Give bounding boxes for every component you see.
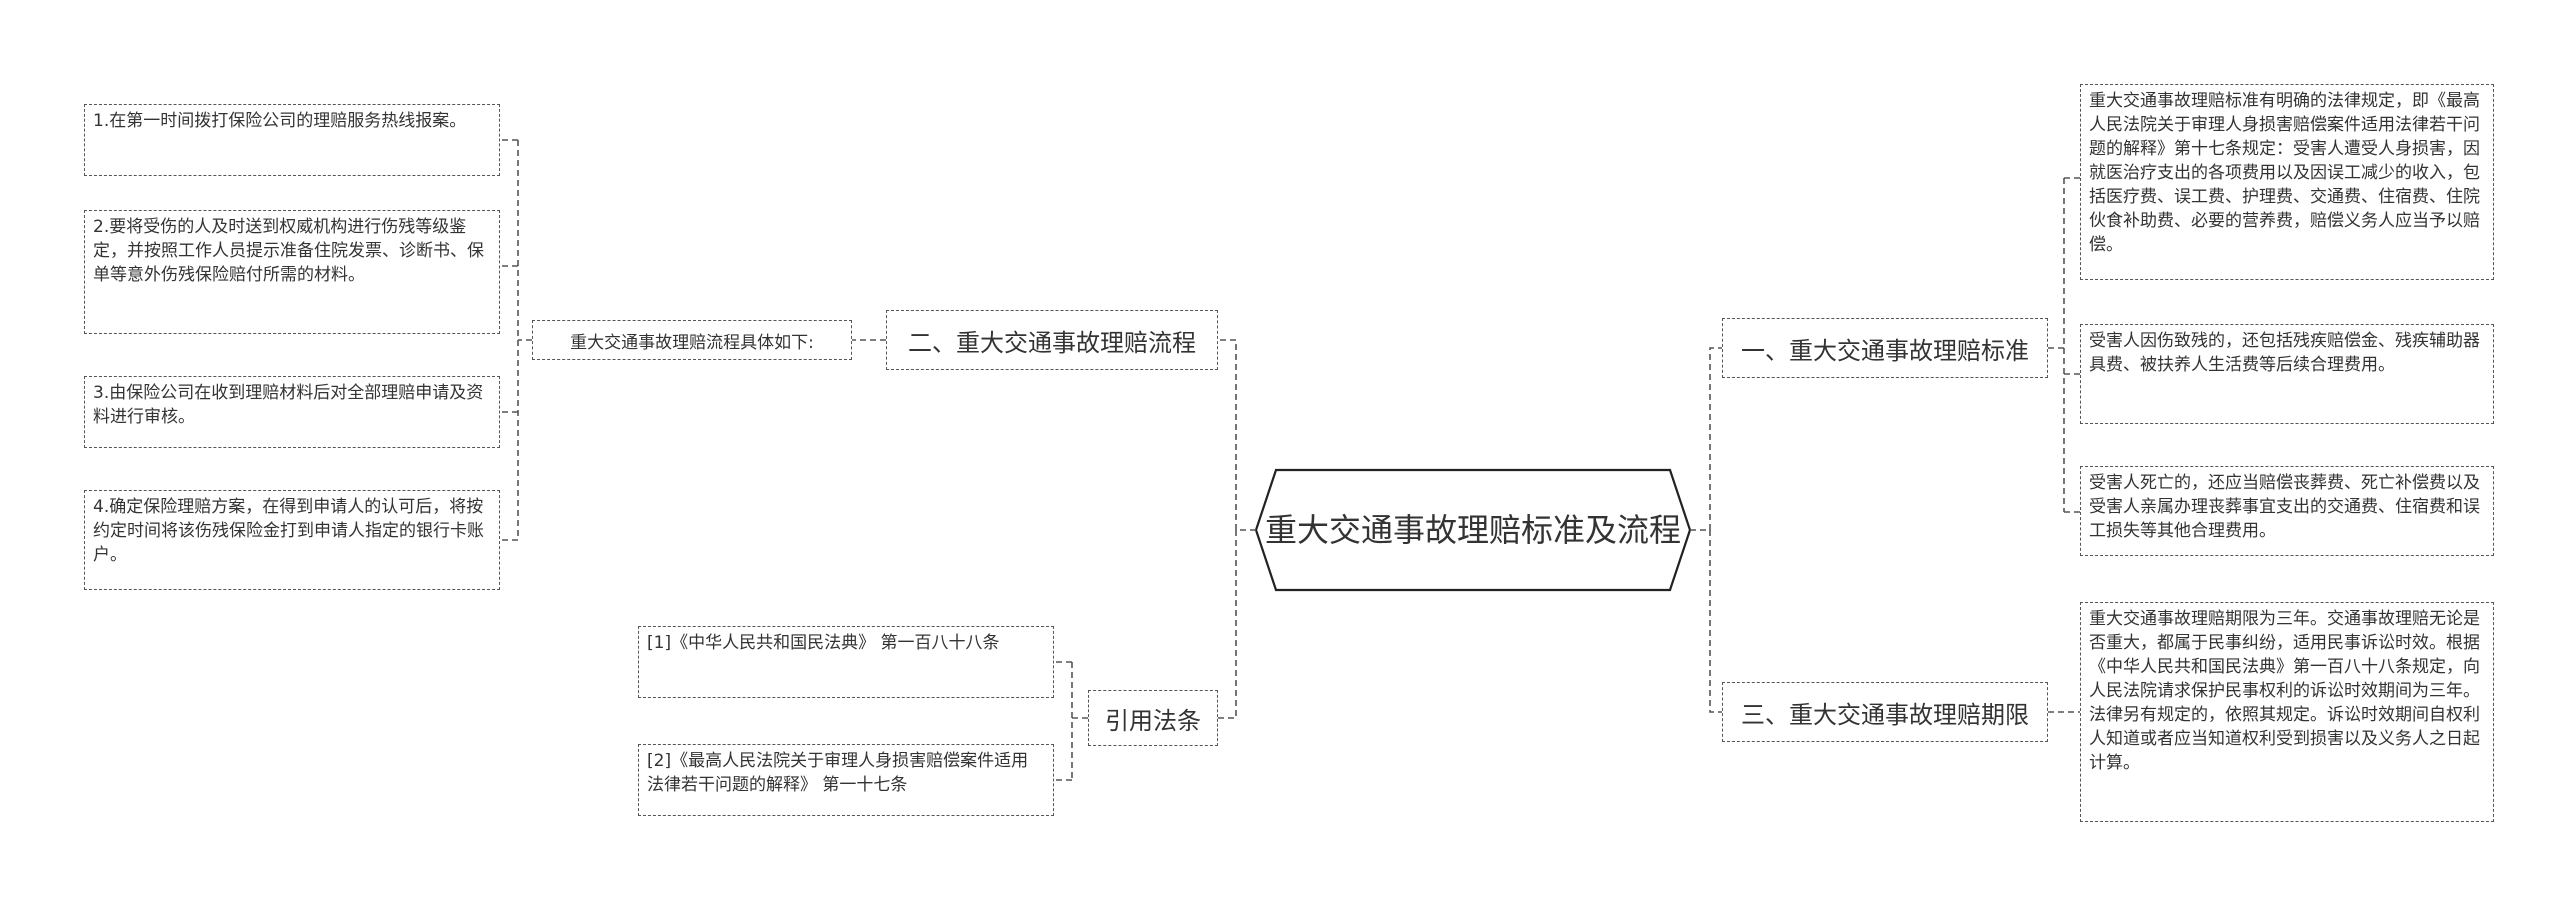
flow-step-3: 3.由保险公司在收到理赔材料后对全部理赔申请及资料进行审核。	[84, 376, 500, 448]
link-center-refs	[1218, 530, 1237, 719]
link-intro-steps	[500, 139, 532, 541]
flow-step-1: 1.在第一时间拨打保险公司的理赔服务热线报案。	[84, 104, 500, 176]
branch-period: 三、重大交通事故理赔期限	[1722, 682, 2048, 742]
link-center-flow	[1218, 339, 1256, 531]
standard-item-1: 重大交通事故理赔标准有明确的法律规定，即《最高人民法院关于审理人身损害赔偿案件适…	[2080, 84, 2494, 280]
standard-item-3: 受害人死亡的，还应当赔偿丧葬费、死亡补偿费以及受害人亲属办理丧葬事宜支出的交通费…	[2080, 466, 2494, 556]
ref-item-1: [1]《中华人民共和国民法典》 第一百八十八条	[638, 626, 1054, 698]
link-standard-leaves	[2048, 177, 2080, 513]
central-topic: 重大交通事故理赔标准及流程	[1264, 511, 1681, 549]
link-center-standard	[1690, 347, 1722, 531]
standard-item-2: 受害人因伤致残的，还包括残疾赔偿金、残疾辅助器具费、被扶养人生活费等后续合理费用…	[2080, 324, 2494, 424]
period-item-1: 重大交通事故理赔期限为三年。交通事故理赔无论是否重大，都属于民事纠纷，适用民事诉…	[2080, 602, 2494, 822]
flow-step-2: 2.要将受伤的人及时送到权威机构进行伤残等级鉴定，并按照工作人员提示准备住院发票…	[84, 210, 500, 334]
link-refs-items	[1054, 661, 1088, 781]
flow-intro: 重大交通事故理赔流程具体如下:	[532, 320, 852, 360]
branch-flow: 二、重大交通事故理赔流程	[886, 310, 1218, 370]
ref-item-2: [2]《最高人民法院关于审理人身损害赔偿案件适用法律若干问题的解释》 第一十七条	[638, 744, 1054, 816]
branch-refs: 引用法条	[1088, 690, 1218, 746]
branch-standard: 一、重大交通事故理赔标准	[1722, 318, 2048, 378]
link-center-period	[1709, 530, 1722, 713]
flow-step-4: 4.确定保险理赔方案，在得到申请人的认可后，将按约定时间将该伤残保险金打到申请人…	[84, 490, 500, 590]
